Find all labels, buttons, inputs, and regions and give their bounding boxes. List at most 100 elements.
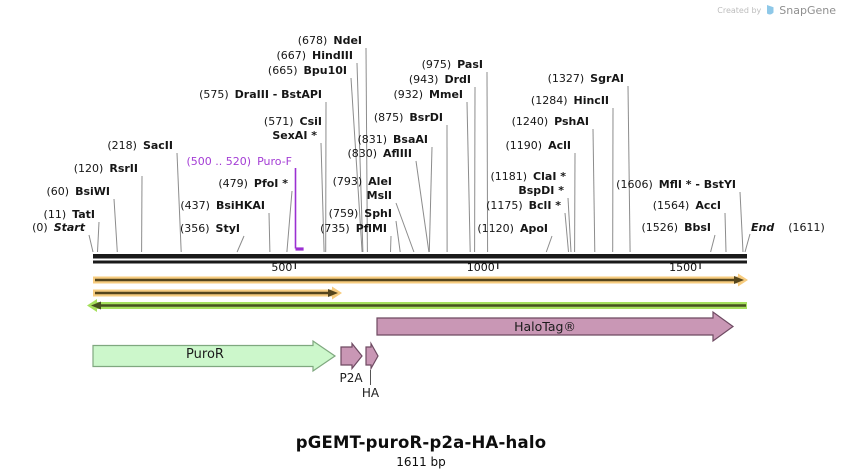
restriction-site-label: (830) AflIII	[347, 148, 412, 160]
restriction-site-label: (1564)AccI	[653, 200, 721, 212]
watermark-created-by: Created by	[717, 6, 762, 15]
site-name: BclI *	[528, 199, 561, 212]
site-connector-lines	[88, 47, 744, 253]
site-position: (1181)	[490, 170, 528, 183]
orf-frame-forward-2	[93, 286, 342, 300]
site-name: SgrAI	[590, 72, 624, 85]
site-connector-line	[365, 47, 368, 253]
site-connector-line	[268, 212, 271, 253]
site-name: RsrII	[109, 162, 138, 175]
map-title: pGEMT-puroR-p2a-HA-halo	[295, 433, 547, 452]
site-position: (575)	[199, 88, 229, 101]
site-position: (830)	[347, 147, 378, 160]
site-name: SacII	[142, 139, 173, 152]
site-connector-line	[97, 221, 100, 253]
halotag-feature-label: HaloTag®	[514, 319, 576, 334]
site-position: (1606)	[616, 178, 653, 191]
restriction-site-label: (1120)ApoI	[477, 223, 548, 235]
restriction-site-label: (60) BsiWI	[46, 186, 110, 198]
restriction-site-label: (575)DraIII - BstAPI	[199, 89, 322, 101]
site-connector-line	[567, 197, 572, 253]
restriction-site-label: (1175)BclI *	[486, 200, 561, 212]
site-position: (759)	[328, 207, 359, 220]
site-name: StyI	[215, 222, 240, 235]
restriction-site-label: (1526)BbsI	[642, 222, 711, 234]
site-name: ClaI *	[533, 170, 566, 183]
primer-mark	[294, 168, 304, 251]
primer-name: Puro-F	[257, 155, 292, 168]
site-connector-line	[390, 235, 392, 253]
site-connector-line	[236, 235, 245, 253]
end-connector-line	[744, 233, 751, 253]
site-name: HincII	[573, 94, 609, 107]
restriction-site-label: (218)SacII	[107, 140, 173, 152]
ruler-tick-label: 1000	[466, 261, 495, 274]
p2a-feature-arrow	[340, 341, 363, 371]
site-connector-line	[415, 160, 430, 253]
restriction-site-label: (356) StyI	[180, 223, 240, 235]
site-name: Start	[53, 221, 85, 234]
site-position: (667)	[276, 49, 307, 62]
site-position: (11)	[43, 208, 67, 221]
ha-feature-arrow	[365, 341, 379, 371]
end-label-text: End	[751, 221, 775, 234]
site-name: AflIII	[383, 147, 412, 160]
site-connector-line	[395, 202, 415, 253]
restriction-site-label: (437) BsiHKAI	[180, 200, 265, 212]
site-name: PasI	[457, 58, 483, 71]
site-connector-line	[88, 234, 94, 253]
restriction-site-label: (1181) ClaI *	[490, 171, 566, 183]
site-connector-line	[113, 198, 118, 253]
site-name: ApoI	[519, 222, 548, 235]
site-name: NdeI	[333, 34, 362, 47]
ruler-backbone	[93, 254, 747, 264]
site-position: (1327)	[547, 72, 585, 85]
site-position: (356)	[179, 222, 210, 235]
site-position: (1284)	[530, 94, 568, 107]
restriction-site-label: SexAI *	[272, 130, 317, 142]
restriction-site-label: (793)AleI	[333, 176, 392, 188]
site-connector-line	[466, 101, 471, 253]
site-name: SphI	[364, 207, 392, 220]
restriction-site-label: BspDI *	[518, 185, 564, 197]
restriction-site-label: (667) HindIII	[276, 50, 353, 62]
site-name: BsiHKAI	[215, 199, 265, 212]
restriction-site-label: (120) RsrII	[74, 163, 138, 175]
watermark-brand: SnapGene	[779, 4, 836, 17]
puror-feature-label: PuroR	[186, 347, 224, 362]
snapgene-logo-icon	[767, 5, 774, 15]
site-position: (60)	[46, 185, 70, 198]
site-position: (571)	[263, 115, 294, 128]
site-name: BsiWI	[75, 185, 110, 198]
site-name: SexAI *	[272, 129, 317, 142]
site-name: AclI	[548, 139, 571, 152]
restriction-site-label: (678)NdeI	[298, 35, 362, 47]
puror-feature-arrow	[92, 339, 337, 373]
site-name: HindIII	[312, 49, 353, 62]
end-position: (1611)	[788, 221, 825, 234]
site-connector-line	[724, 212, 727, 253]
restriction-site-label: (1190)AclI	[506, 140, 571, 152]
primer-label-purof: (500 .. 520)Puro-F	[187, 156, 293, 168]
orf-frame-reverse	[87, 299, 747, 312]
site-position: (875)	[373, 111, 404, 124]
site-connector-line	[564, 212, 569, 253]
restriction-site-label: (479)PfoI *	[218, 178, 288, 190]
site-position: (120)	[73, 162, 104, 175]
site-position: (0)	[32, 221, 48, 234]
restriction-site-label: (932)MmeI	[393, 89, 463, 101]
site-name: MslI	[366, 189, 392, 202]
ruler-tick-label: 500	[271, 261, 293, 274]
site-name: BspDI *	[518, 184, 564, 197]
site-position: (437)	[180, 199, 210, 212]
restriction-site-label: (831)BsaAI	[357, 134, 428, 146]
site-name: MmeI	[429, 88, 463, 101]
site-connector-line	[545, 235, 553, 253]
site-connector-line	[286, 190, 293, 253]
site-connector-line	[627, 85, 631, 253]
ha-feature-label: HA	[361, 386, 380, 400]
restriction-site-label: (1284) HincII	[531, 95, 609, 107]
site-connector-line	[320, 142, 325, 253]
site-name: BbsI	[684, 221, 711, 234]
